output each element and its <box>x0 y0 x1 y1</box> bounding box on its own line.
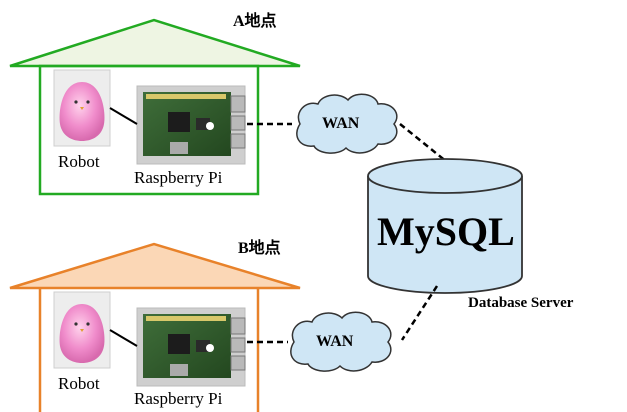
site-a-house <box>9 18 301 196</box>
robot-b-photo <box>53 291 111 369</box>
robot-a-photo <box>53 69 111 147</box>
raspberry-pi-b-label: Raspberry Pi <box>134 389 223 408</box>
site-a-walls <box>38 64 260 196</box>
wan-bottom-label: WAN <box>316 333 354 350</box>
robot-a-label: Robot <box>58 152 100 171</box>
site-b-house <box>9 242 301 412</box>
mysql-database-cylinder <box>367 158 523 294</box>
mysql-label: MySQL <box>377 209 515 254</box>
site-b-roof <box>9 242 301 290</box>
wan-bottom-cloud <box>290 311 392 372</box>
db-to-wan-bottom-link <box>400 285 439 341</box>
raspberry-pi-b-photo <box>136 307 246 387</box>
raspberry-pi-a-photo <box>136 85 246 165</box>
wan-top-to-db-link <box>399 123 448 163</box>
wan-top-cloud <box>296 93 398 154</box>
robot-a-to-pi-a-link <box>109 107 138 125</box>
wan-top-label: WAN <box>322 115 360 132</box>
robot-b-to-pi-b-link <box>109 329 138 347</box>
database-server-label: Database Server <box>468 295 574 311</box>
site-b-label: B地点 <box>238 240 281 257</box>
site-a-label: A地点 <box>233 13 277 30</box>
robot-b-label: Robot <box>58 374 100 393</box>
raspberry-pi-a-label: Raspberry Pi <box>134 168 223 187</box>
